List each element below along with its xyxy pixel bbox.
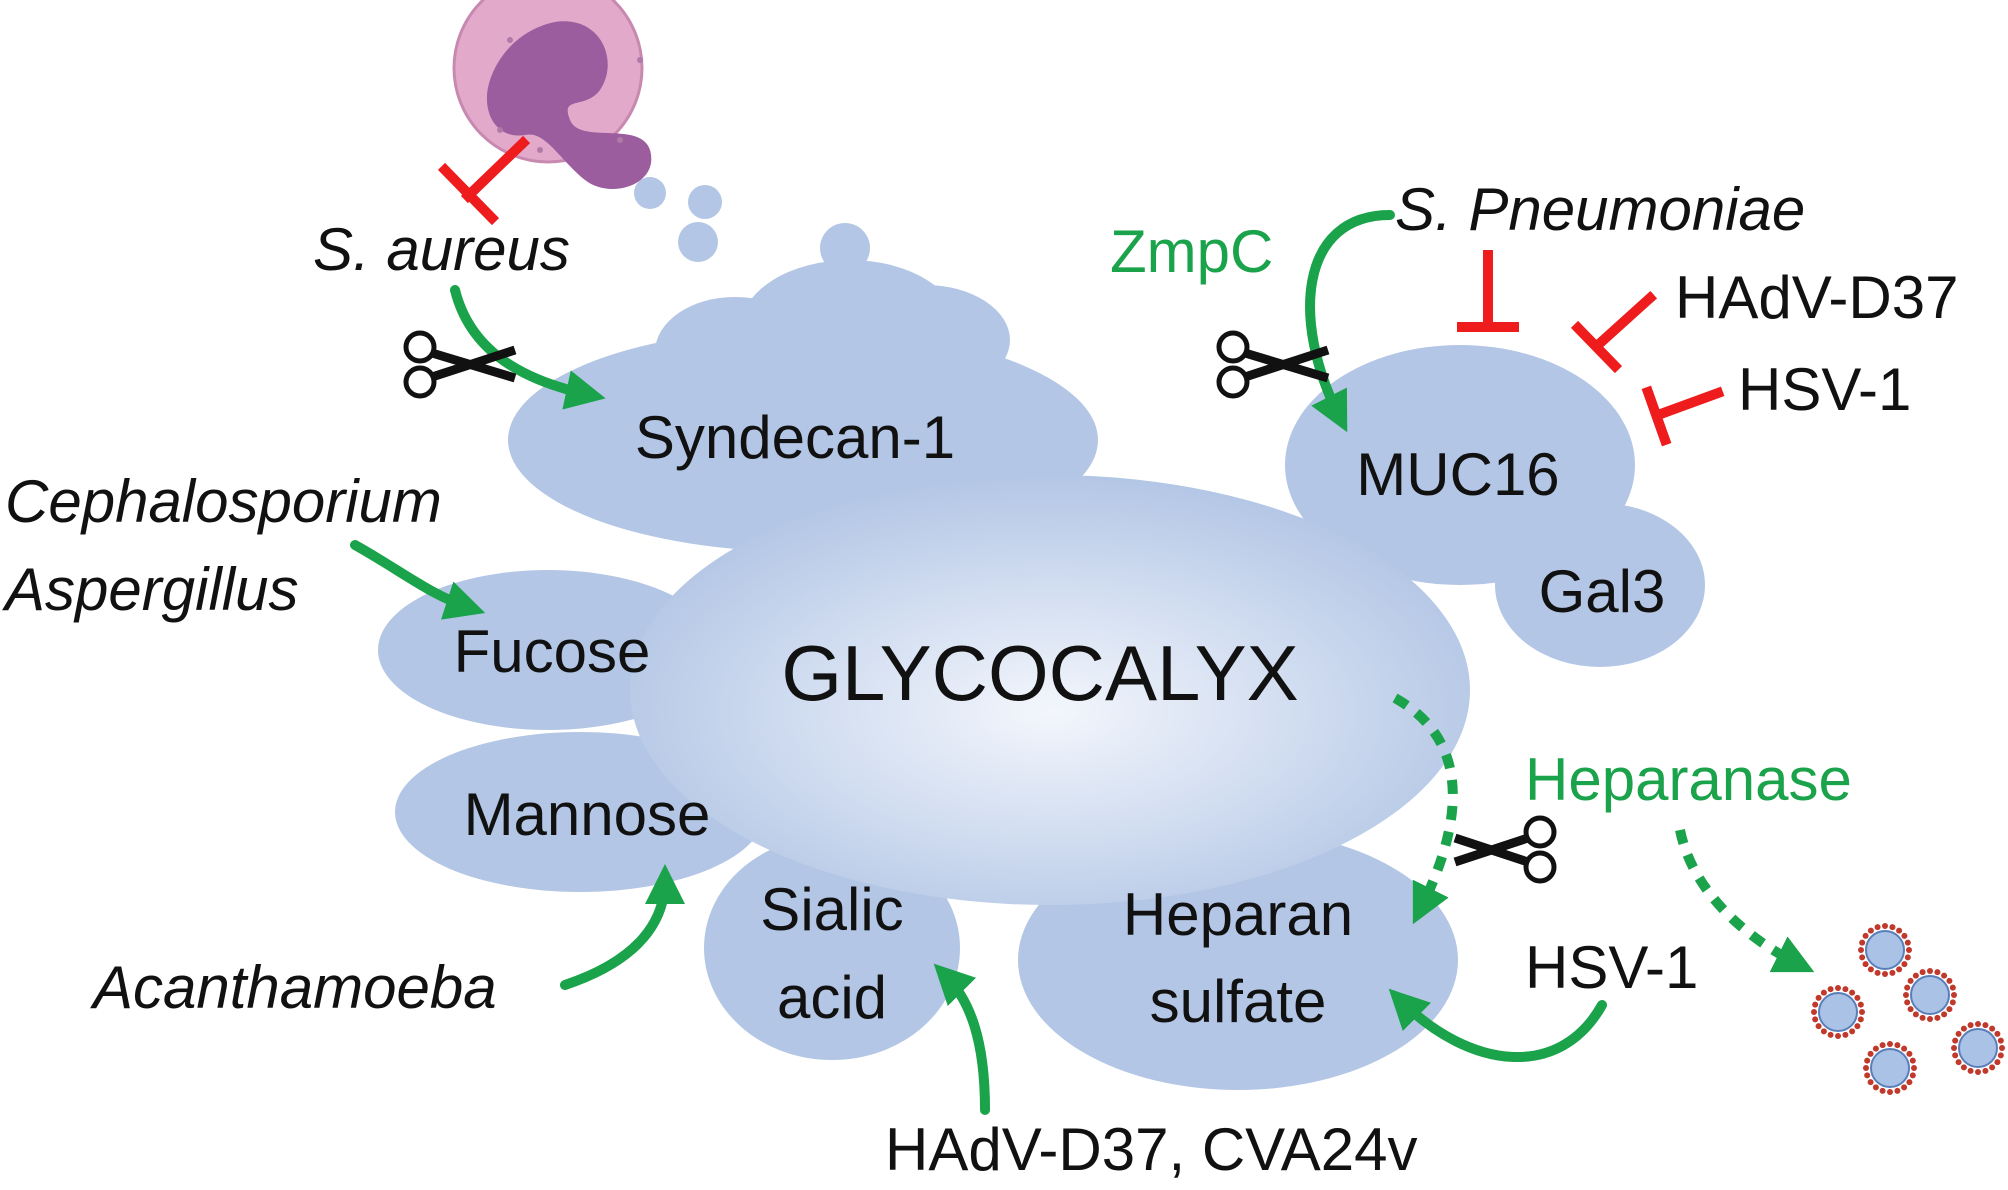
inhibit-neutrophil-saureus — [460, 135, 531, 204]
scissors-icon — [403, 330, 517, 399]
virus-particle-icon — [1951, 1021, 2005, 1075]
inhibit-hadv-muc16 — [1590, 290, 1658, 353]
heparan-sulfate-label-line1: Heparan — [1123, 881, 1353, 948]
zmpc-label: ZmpC — [1110, 218, 1273, 285]
glycocalyx-title: GLYCOCALYX — [781, 629, 1298, 717]
thought-bubble — [688, 185, 722, 219]
arrow-fungi-fucose — [350, 540, 486, 620]
thought-bubble — [634, 177, 666, 209]
arrow-s-aureus-syndecan — [450, 285, 606, 410]
s-pneumoniae-label: S. Pneumoniae — [1395, 176, 1805, 243]
sialic-acid-label-line2: acid — [777, 964, 887, 1031]
s-aureus-label: S. aureus — [313, 216, 570, 283]
sialic-acid-label-line1: Sialic — [760, 876, 903, 943]
virus-particle-icon — [1811, 985, 1865, 1039]
syndecan-1-label: Syndecan-1 — [635, 404, 955, 471]
scissors-icon — [1453, 815, 1557, 884]
dotted-arrow-heparanase-release — [1675, 828, 1815, 973]
dotted-arrow-heparanase-cleavage — [1392, 693, 1458, 925]
virus-particle-icon — [1858, 923, 1912, 977]
muc16-label: MUC16 — [1356, 441, 1559, 508]
scissors-icon — [1216, 330, 1330, 399]
hsv-1-top-label: HSV-1 — [1738, 356, 1911, 423]
gal3-blob — [1495, 503, 1705, 667]
aspergillus-label: Aspergillus — [2, 556, 298, 623]
inhibit-hsv1-muc16 — [1651, 386, 1725, 422]
virus-particle-cluster — [1811, 923, 2005, 1095]
hadv-d37-label: HAdV-D37 — [1675, 264, 1958, 331]
heparan-sulfate-label-line2: sulfate — [1150, 968, 1327, 1035]
virus-particle-icon — [1863, 1041, 1917, 1095]
acanthamoeba-label: Acanthamoeba — [90, 954, 497, 1021]
glycocalyx-core — [630, 475, 1470, 905]
inhibit-bar — [1641, 385, 1672, 447]
heparanase-label: Heparanase — [1525, 746, 1852, 813]
cephalosporium-label: Cephalosporium — [5, 468, 442, 535]
hadv-cva24v-label: HAdV-D37, CVA24v — [885, 1116, 1417, 1183]
neutrophil-icon — [452, 0, 652, 189]
inhibit-bar — [437, 162, 500, 226]
arrow-hsv1-heparan — [1388, 988, 1607, 1063]
arrow-hadv-sialic — [933, 963, 990, 1115]
virus-particle-icon — [1903, 968, 1957, 1022]
hsv-1-bottom-label: HSV-1 — [1525, 934, 1698, 1001]
mannose-label: Mannose — [464, 781, 711, 848]
sialic-acid-blob — [704, 836, 960, 1060]
gal3-label: Gal3 — [1539, 558, 1666, 625]
fucose-label: Fucose — [454, 618, 651, 685]
arrow-acanthamoeba-mannose — [560, 864, 685, 990]
inhibit-bar — [1570, 320, 1623, 374]
thought-bubble — [678, 222, 718, 262]
